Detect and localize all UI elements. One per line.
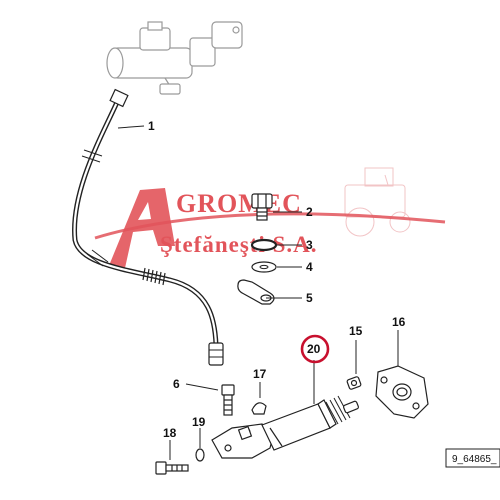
callout-3: 3 — [306, 238, 313, 252]
watermark-tractor-sketch — [344, 167, 411, 237]
callout-16: 16 — [392, 315, 406, 329]
callout-17: 17 — [253, 367, 267, 381]
reference-code: 9_64865_ — [452, 454, 497, 465]
hydraulic-hose — [72, 88, 224, 366]
watermark-swoosh — [94, 212, 446, 240]
master-cylinder — [106, 21, 243, 95]
washer-part-4 — [251, 261, 277, 273]
watermark-line-1: GROMEC — [176, 189, 302, 218]
callout-5: 5 — [306, 291, 313, 305]
callout-labels: 1 2 3 4 5 6 15 16 17 18 19 20 — [148, 119, 406, 440]
slave-cylinder-part-20 — [211, 395, 359, 459]
screw-part-15 — [346, 376, 362, 390]
watermark-logo: GROMEC Ştefăneşti S.A. — [94, 188, 446, 268]
washer-part-19 — [195, 448, 205, 462]
bolt-part-2 — [251, 193, 273, 221]
callout-20: 20 — [307, 342, 321, 356]
sealing-washer-part-3 — [250, 238, 278, 252]
bleed-nipple-part-6 — [221, 384, 235, 416]
reference-code-box: 9_64865_ — [445, 448, 500, 468]
callout-19: 19 — [192, 415, 206, 429]
bolt-part-18 — [155, 461, 189, 475]
leader-lines — [117, 125, 399, 460]
callout-18: 18 — [163, 426, 177, 440]
callout-4: 4 — [306, 260, 313, 274]
callout-6: 6 — [173, 377, 180, 391]
dust-cap-part-17 — [251, 402, 267, 415]
highlight-circle-part-20 — [300, 334, 330, 364]
flange-plate-part-16 — [375, 365, 429, 419]
callout-1: 1 — [148, 119, 155, 133]
callout-2: 2 — [306, 205, 313, 219]
callout-15: 15 — [349, 324, 363, 338]
bracket-part-5 — [237, 279, 275, 305]
